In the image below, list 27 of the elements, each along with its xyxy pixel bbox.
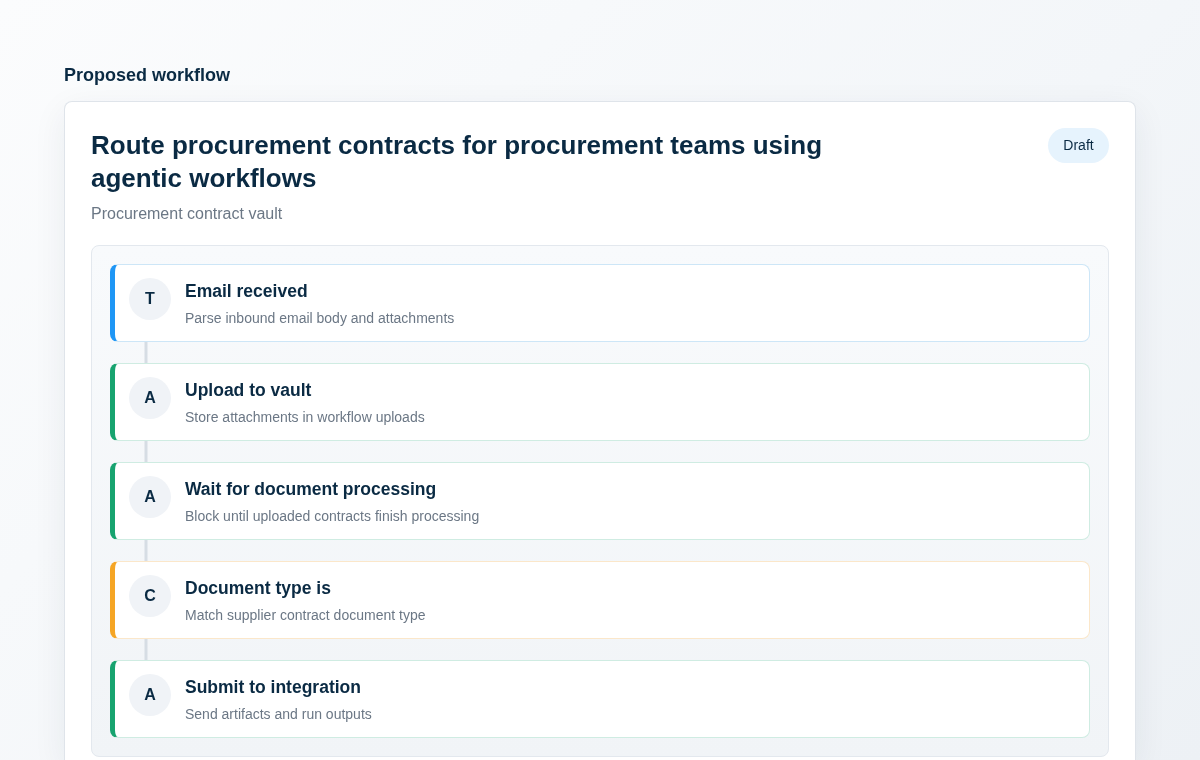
step-description: Store attachments in workflow uploads (185, 408, 425, 426)
workflow-card (64, 101, 1136, 760)
status-badge: Draft (1048, 128, 1109, 163)
step-type-badge: A (129, 476, 171, 518)
workflow-subtitle: Procurement contract vault (91, 204, 283, 224)
step-description: Parse inbound email body and attachments (185, 309, 455, 327)
step-card (110, 660, 1090, 738)
step-card (110, 363, 1090, 441)
step-type-badge: A (129, 674, 171, 716)
step-title: Email received (185, 280, 308, 302)
step-description: Block until uploaded contracts finish processing (185, 507, 480, 525)
step-card (110, 561, 1090, 639)
step-type-badge: A (129, 377, 171, 419)
steps-panel (91, 245, 1109, 757)
step-title: Wait for document processing (185, 478, 437, 500)
step-title: Submit to integration (185, 676, 361, 698)
step-description: Match supplier contract document type (185, 606, 426, 624)
step-description: Send artifacts and run outputs (185, 705, 372, 723)
step-type-badge: C (129, 575, 171, 617)
connector-line (144, 342, 148, 363)
section-title: Proposed workflow (64, 64, 231, 86)
workflow-heading: Route procurement contracts for procurement teams using agentic workflows (91, 129, 824, 195)
step-card (110, 264, 1090, 342)
step-card (110, 462, 1090, 540)
step-title: Upload to vault (185, 379, 312, 401)
step-title: Document type is (185, 577, 331, 599)
step-type-badge: T (129, 278, 171, 320)
